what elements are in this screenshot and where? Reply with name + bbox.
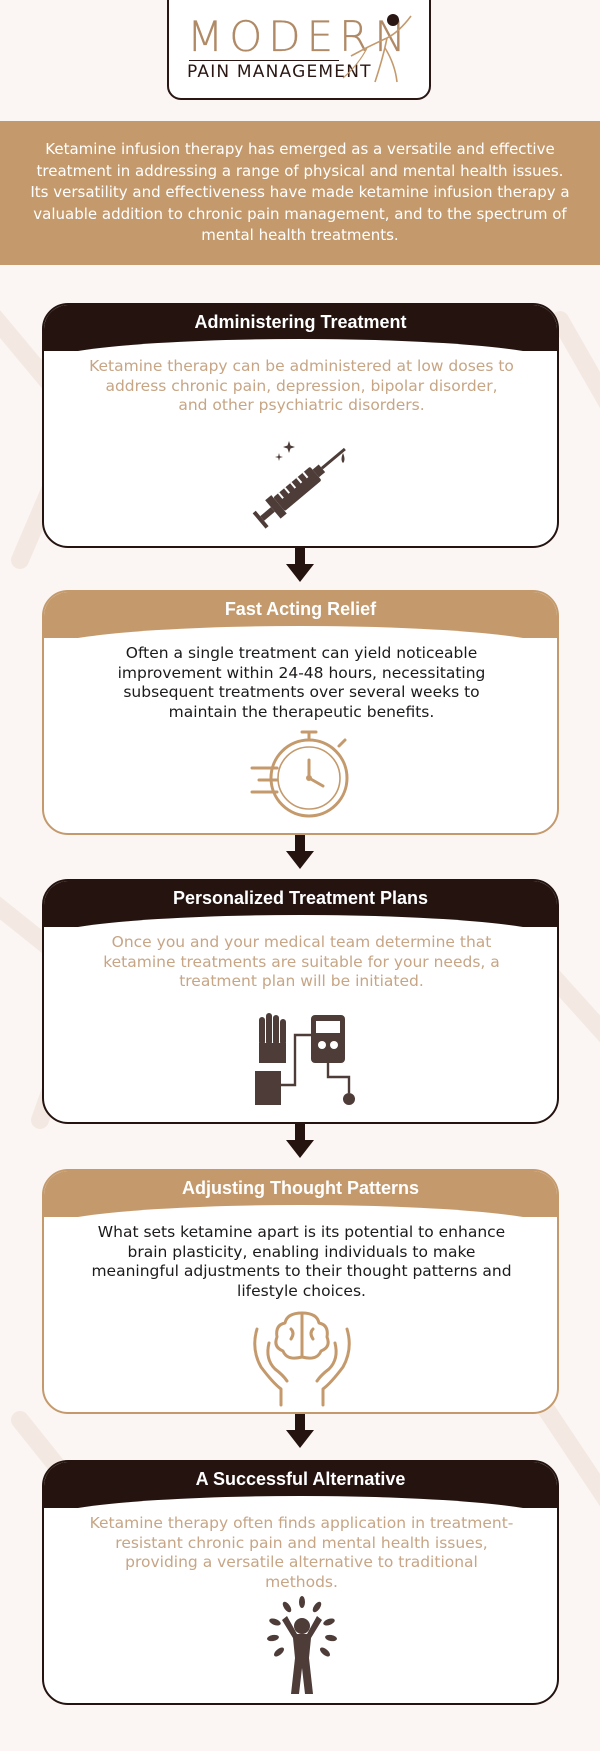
intro-banner: Ketamine infusion therapy has emerged as…	[0, 121, 600, 265]
person-growth-icon	[267, 1596, 337, 1694]
logo-wordmark: MODERN	[187, 12, 412, 61]
down-arrow-icon	[286, 1124, 314, 1158]
card-successful-alternative: A Successful Alternative Ketamine therap…	[42, 1460, 559, 1705]
card-text: Often a single treatment can yield notic…	[117, 644, 486, 721]
card-text: Once you and your medical team determine…	[103, 933, 500, 991]
logo-subtitle: PAIN MANAGEMENT	[187, 62, 372, 82]
card-text: What sets ketamine apart is its potentia…	[91, 1223, 512, 1300]
logo[interactable]: MODERN PAIN MANAGEMENT	[167, 0, 431, 100]
stopwatch-icon	[250, 730, 349, 818]
card-fast-acting-relief: Fast Acting Relief Often a single treatm…	[42, 590, 559, 835]
card-title: A Successful Alternative	[195, 1469, 406, 1489]
card-title: Adjusting Thought Patterns	[182, 1178, 419, 1198]
card-title: Fast Acting Relief	[224, 599, 377, 619]
down-arrow-icon	[286, 1414, 314, 1448]
card-text: Ketamine therapy can be administered at …	[89, 357, 514, 415]
down-arrow-icon	[286, 835, 314, 869]
intro-text: Ketamine infusion therapy has emerged as…	[30, 140, 570, 245]
hand-monitor-icon	[255, 1013, 355, 1105]
card-title: Personalized Treatment Plans	[172, 888, 429, 908]
down-arrow-icon	[286, 548, 314, 582]
card-text: Ketamine therapy often finds application…	[89, 1514, 514, 1591]
card-title: Administering Treatment	[194, 312, 407, 332]
dancing-figure-icon	[342, 14, 412, 83]
card-adjusting-thought-patterns: Adjusting Thought Patterns What sets ket…	[42, 1169, 559, 1414]
card-personalized-treatment-plans: Personalized Treatment Plans Once you an…	[42, 879, 559, 1124]
card-administering-treatment: Administering Treatment Ketamine therapy…	[42, 303, 559, 548]
logo-divider	[189, 60, 339, 61]
syringe-icon	[252, 441, 346, 529]
brain-hands-icon	[253, 1311, 351, 1407]
card-header: Administering Treatment	[44, 305, 557, 351]
